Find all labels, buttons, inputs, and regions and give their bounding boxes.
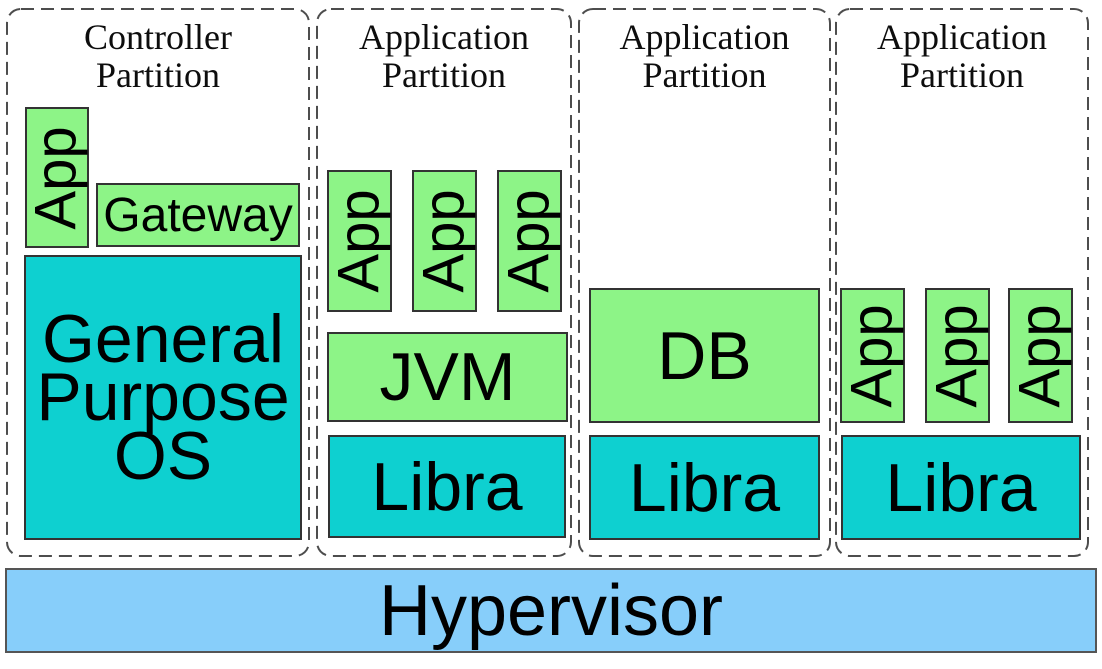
application-partition-apps: Application Partition App App App Libra xyxy=(835,8,1089,557)
app-box-label: App xyxy=(496,189,562,293)
partition-title-line: Partition xyxy=(900,55,1024,96)
partition-dashed-border xyxy=(6,8,310,557)
app-box-label: App xyxy=(24,125,90,230)
app-box-label: App xyxy=(924,303,990,408)
partition-title-line: Application xyxy=(877,17,1047,57)
partition-title-line: Partition xyxy=(382,55,506,96)
libra-box: Libra xyxy=(841,435,1081,540)
os-box-label-line: OS xyxy=(113,417,213,494)
gateway-box: Gateway xyxy=(96,183,300,247)
partition-dashed-border xyxy=(578,8,831,557)
libra-box: Libra xyxy=(589,435,820,540)
db-box-label: DB xyxy=(657,317,752,394)
app-box: App xyxy=(840,288,905,423)
gateway-box-label: Gateway xyxy=(103,188,293,242)
app-box-label: App xyxy=(411,189,477,293)
partition-title-line: Application xyxy=(619,17,790,57)
os-box-label-line: General xyxy=(42,300,284,377)
partition-title: Application Partition xyxy=(578,18,831,94)
partition-dashed-border xyxy=(316,8,572,557)
partition-title-line: Application xyxy=(359,17,529,57)
partition-title: Application Partition xyxy=(316,18,572,94)
partition-title-line: Controller xyxy=(84,17,232,57)
partition-title: Application Partition xyxy=(835,18,1089,94)
app-box: App xyxy=(497,170,562,312)
app-box-label: App xyxy=(1007,303,1073,408)
libra-box: Libra xyxy=(328,435,566,538)
app-box: App xyxy=(412,170,477,312)
db-box: DB xyxy=(589,288,820,423)
libra-box-label: Libra xyxy=(885,449,1037,526)
jvm-box-label: JVM xyxy=(379,339,516,415)
general-purpose-os-box: General Purpose OS xyxy=(24,255,302,540)
partition-title-line: Partition xyxy=(642,55,767,96)
app-box-label: App xyxy=(839,303,905,408)
partition-title-line: Partition xyxy=(96,55,220,96)
partition-dashed-border xyxy=(835,8,1089,557)
hypervisor-label: Hypervisor xyxy=(378,570,724,651)
libra-box-label: Libra xyxy=(371,448,523,525)
hypervisor-bar: Hypervisor xyxy=(5,568,1097,653)
os-box-label-line: Purpose xyxy=(36,359,290,436)
libra-box-label: Libra xyxy=(628,449,781,526)
app-box: App xyxy=(1008,288,1073,423)
application-partition-jvm: Application Partition App App App JVM Li… xyxy=(316,8,572,557)
controller-partition: Controller Partition App Gateway General… xyxy=(6,8,310,557)
application-partition-db: Application Partition DB Libra xyxy=(578,8,831,557)
app-box: App xyxy=(327,170,392,312)
app-box-label: App xyxy=(326,189,392,293)
partition-title: Controller Partition xyxy=(6,18,310,94)
app-box: App xyxy=(24,107,90,248)
jvm-box: JVM xyxy=(327,332,568,422)
app-box: App xyxy=(925,288,990,423)
